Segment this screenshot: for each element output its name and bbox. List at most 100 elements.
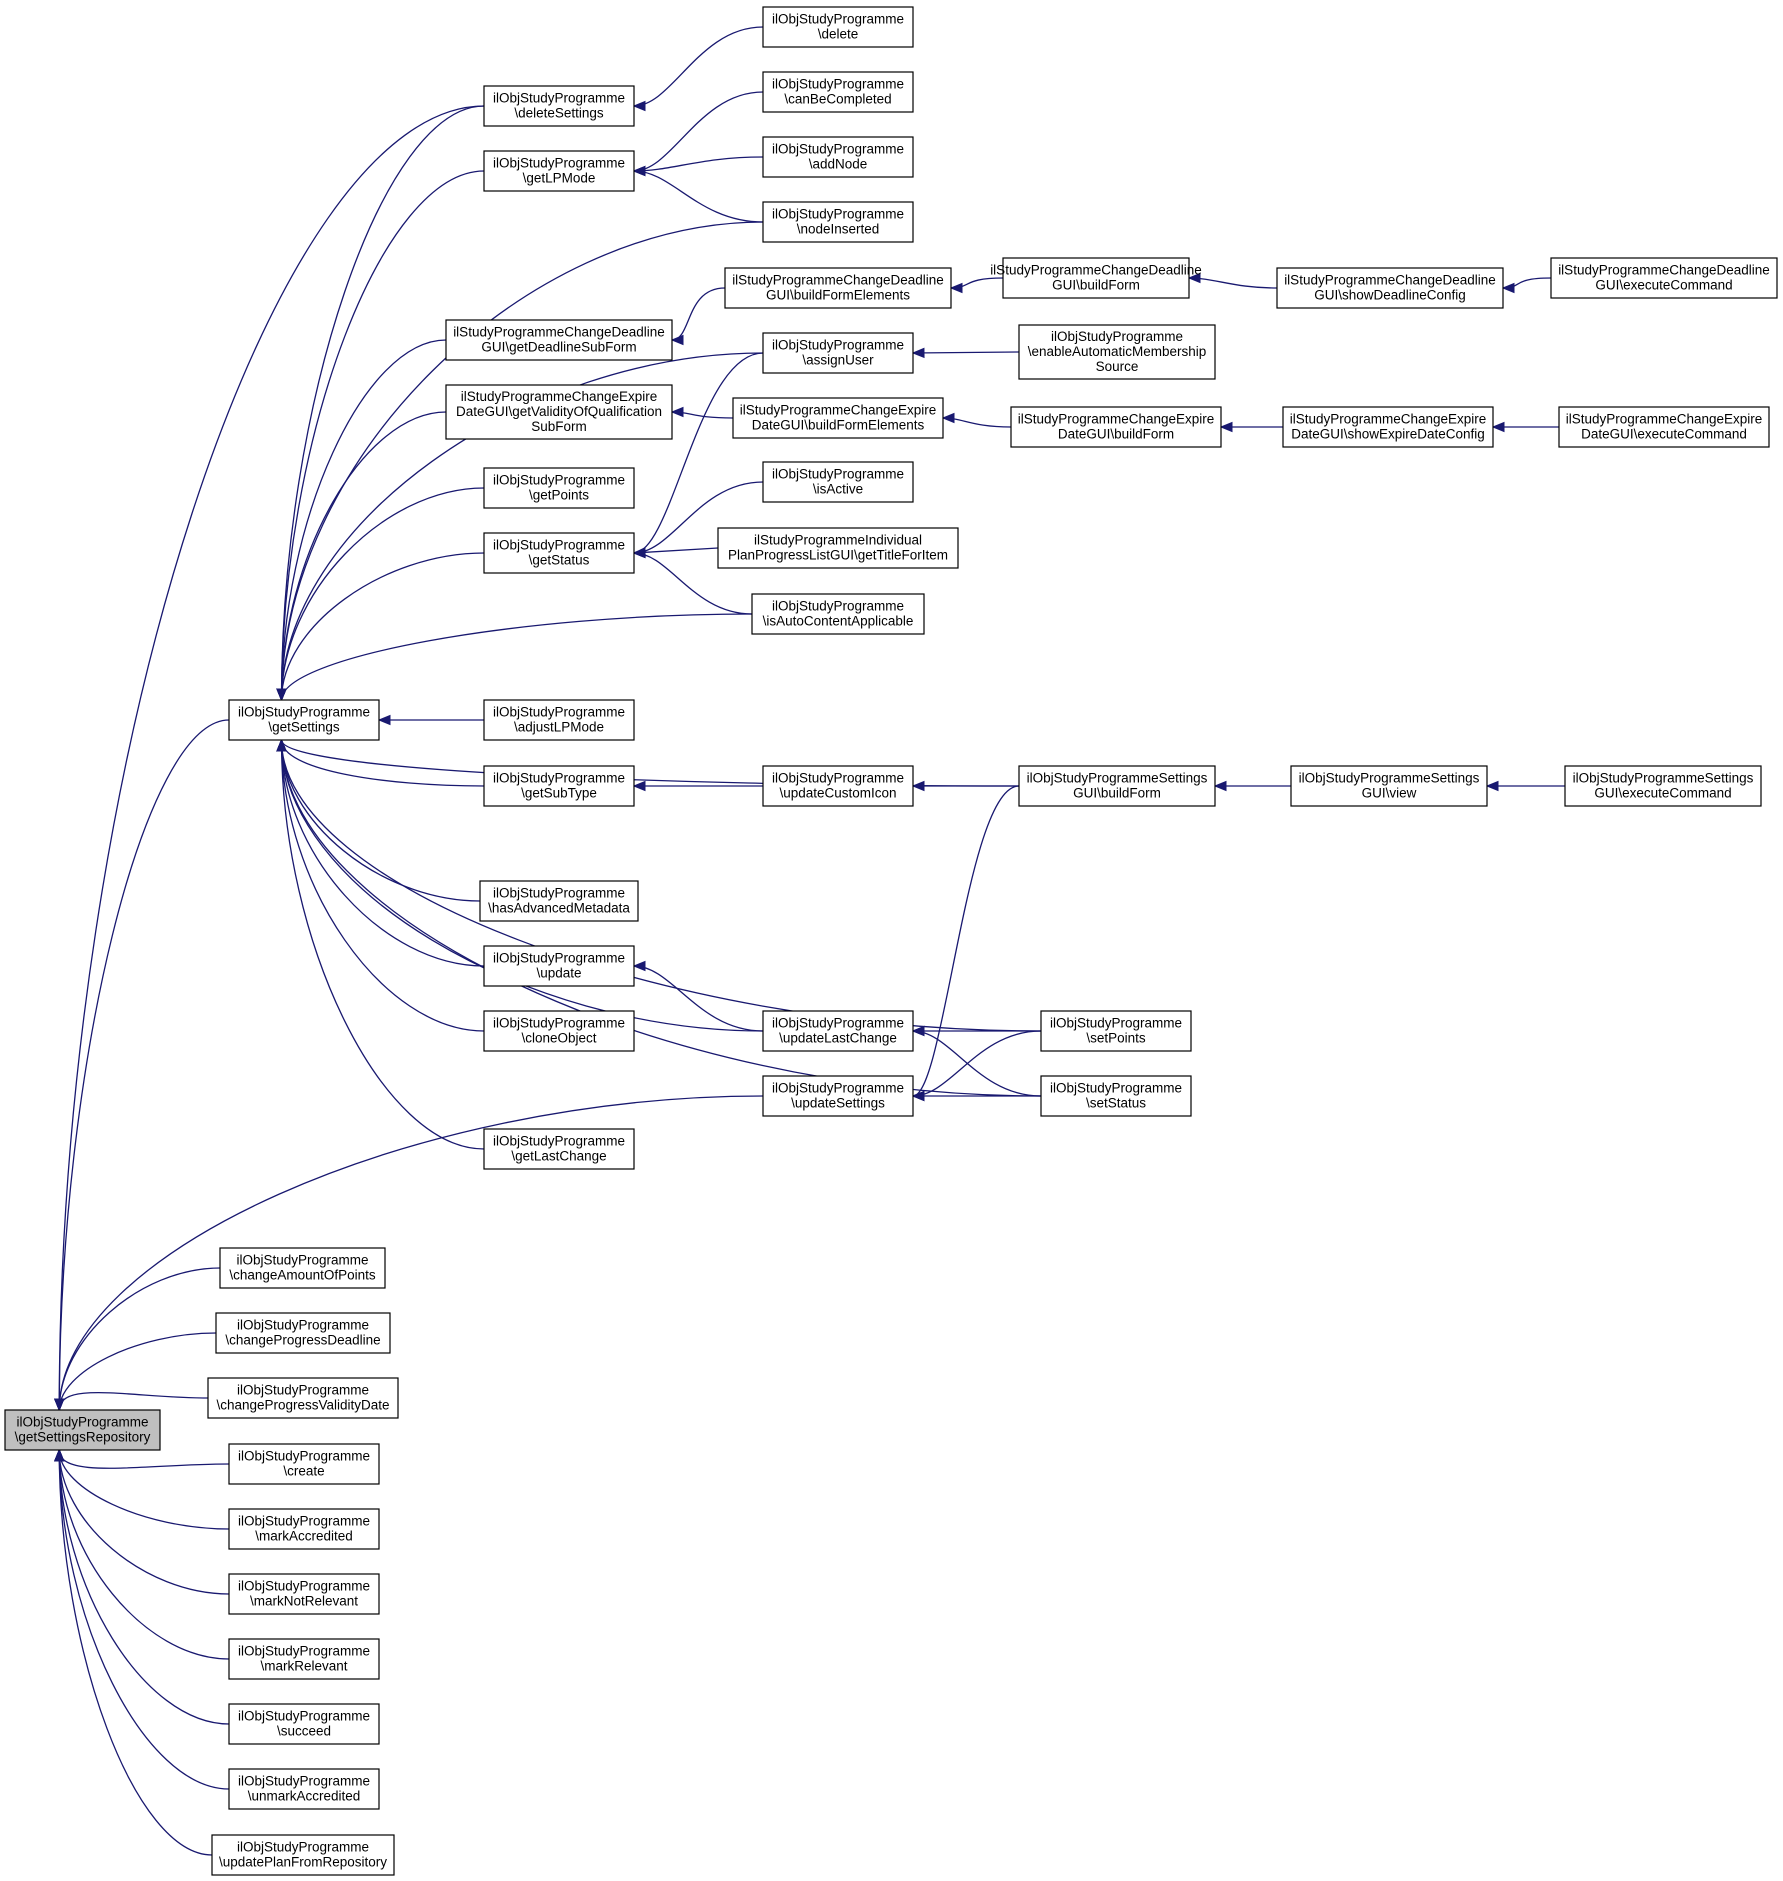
- edge-cdGetDeadlineSubForm-to-getSettings: [280, 339, 447, 701]
- node-label: ilObjStudyProgramme: [237, 1318, 369, 1333]
- node-updateLastChange[interactable]: ilObjStudyProgramme\updateLastChange: [762, 1010, 914, 1052]
- node-label: ilObjStudyProgramme: [237, 1840, 369, 1855]
- node-isAutoContent[interactable]: ilObjStudyProgramme\isAutoContentApplica…: [751, 593, 925, 635]
- node-label: ilObjStudyProgramme: [772, 771, 904, 786]
- node-label: \changeProgressValidityDate: [216, 1398, 389, 1413]
- node-box: [445, 319, 673, 361]
- edge-create-to-root: [58, 1449, 230, 1469]
- node-box: [1040, 1075, 1192, 1117]
- node-markAccredited[interactable]: ilObjStudyProgramme\markAccredited: [228, 1508, 380, 1550]
- node-label: ilObjStudyProgramme: [772, 467, 904, 482]
- node-updateSettings[interactable]: ilObjStudyProgramme\updateSettings: [762, 1075, 914, 1117]
- node-label: \updateSettings: [791, 1096, 885, 1111]
- node-settingsExecuteCommand[interactable]: ilObjStudyProgrammeSettingsGUI\executeCo…: [1564, 765, 1762, 807]
- node-root[interactable]: ilObjStudyProgramme\getSettingsRepositor…: [4, 1409, 161, 1451]
- node-box: [483, 532, 635, 574]
- node-label: ilObjStudyProgramme: [493, 705, 625, 720]
- node-label: ilObjStudyProgramme: [493, 1016, 625, 1031]
- node-label: ilObjStudyProgramme: [772, 1016, 904, 1031]
- node-isActive[interactable]: ilObjStudyProgramme\isActive: [762, 461, 914, 503]
- node-label: \cloneObject: [521, 1031, 596, 1046]
- node-getStatus[interactable]: ilObjStudyProgramme\getStatus: [483, 532, 635, 574]
- node-label: ilObjStudyProgramme: [238, 705, 370, 720]
- node-getLastChange[interactable]: ilObjStudyProgramme\getLastChange: [483, 1128, 635, 1170]
- node-getSettings[interactable]: ilObjStudyProgramme\getSettings: [228, 699, 380, 741]
- node-canBeCompleted[interactable]: ilObjStudyProgramme\canBeCompleted: [762, 71, 914, 113]
- edge-succeed-to-root: [58, 1449, 230, 1725]
- node-ceShowExpireDateConfig[interactable]: ilStudyProgrammeChangeExpireDateGUI\show…: [1282, 406, 1494, 448]
- edge-setStatus-to-updateLastChange: [912, 1030, 1042, 1097]
- node-label: DateGUI\buildForm: [1058, 427, 1174, 442]
- node-succeed[interactable]: ilObjStudyProgramme\succeed: [228, 1703, 380, 1745]
- node-enableAutoMembership[interactable]: ilObjStudyProgramme\enableAutomaticMembe…: [1018, 324, 1216, 380]
- node-individualPlan[interactable]: ilStudyProgrammeIndividualPlanProgressLi…: [717, 527, 959, 569]
- edge-setPoints-to-updateSettings: [912, 1030, 1042, 1097]
- node-setPoints[interactable]: ilObjStudyProgramme\setPoints: [1040, 1010, 1192, 1052]
- node-box: [732, 397, 944, 439]
- edge-getLPMode-to-getSettings: [280, 170, 485, 701]
- node-ceBuildForm[interactable]: ilStudyProgrammeChangeExpireDateGUI\buil…: [1010, 406, 1222, 448]
- node-label: DateGUI\executeCommand: [1581, 427, 1747, 442]
- node-cloneObject[interactable]: ilObjStudyProgramme\cloneObject: [483, 1010, 635, 1052]
- edges-layer: [54, 26, 1565, 1856]
- node-ceExecuteCommand[interactable]: ilStudyProgrammeChangeExpireDateGUI\exec…: [1558, 406, 1770, 448]
- node-label: \getLastChange: [511, 1149, 606, 1164]
- edge-markNotRelevant-to-root: [58, 1449, 230, 1595]
- node-unmarkAccredited[interactable]: ilObjStudyProgramme\unmarkAccredited: [228, 1768, 380, 1810]
- node-delete[interactable]: ilObjStudyProgramme\delete: [762, 6, 914, 48]
- node-cdBuildFormElements[interactable]: ilStudyProgrammeChangeDeadlineGUI\buildF…: [724, 267, 952, 309]
- node-getLPMode[interactable]: ilObjStudyProgramme\getLPMode: [483, 150, 635, 192]
- node-label: GUI\buildForm: [1052, 278, 1140, 293]
- node-cdGetDeadlineSubForm[interactable]: ilStudyProgrammeChangeDeadlineGUI\getDea…: [445, 319, 673, 361]
- node-deleteSettings[interactable]: ilObjStudyProgramme\deleteSettings: [483, 85, 635, 127]
- edge-unmarkAccredited-to-root: [58, 1449, 230, 1790]
- node-box: [445, 384, 673, 440]
- node-box: [762, 332, 914, 374]
- node-label: SubForm: [531, 419, 587, 434]
- node-markNotRelevant[interactable]: ilObjStudyProgramme\markNotRelevant: [228, 1573, 380, 1615]
- edge-getPoints-to-getSettings: [280, 487, 485, 701]
- node-update[interactable]: ilObjStudyProgramme\update: [483, 945, 635, 987]
- node-cdExecuteCommand[interactable]: ilStudyProgrammeChangeDeadlineGUI\execut…: [1550, 257, 1778, 299]
- edge-hasAdvancedMetadata-to-getSettings: [280, 739, 481, 902]
- node-changeProgressDeadline[interactable]: ilObjStudyProgramme\changeProgressDeadli…: [215, 1312, 391, 1354]
- node-label: \adjustLPMode: [514, 720, 604, 735]
- edge-deleteSettings-to-root: [58, 105, 485, 1411]
- node-label: \getSettingsRepository: [15, 1430, 151, 1445]
- node-addNode[interactable]: ilObjStudyProgramme\addNode: [762, 136, 914, 178]
- node-label: ilStudyProgrammeChangeDeadline: [1284, 273, 1496, 288]
- node-nodeInserted[interactable]: ilObjStudyProgramme\nodeInserted: [762, 201, 914, 243]
- node-cdShowDeadlineConfig[interactable]: ilStudyProgrammeChangeDeadlineGUI\showDe…: [1276, 267, 1504, 309]
- node-getSubType[interactable]: ilObjStudyProgramme\getSubType: [483, 765, 635, 807]
- node-label: \assignUser: [802, 353, 874, 368]
- node-hasAdvancedMetadata[interactable]: ilObjStudyProgramme\hasAdvancedMetadata: [479, 880, 639, 922]
- edge-ceGetValidity-to-getSettings: [280, 411, 447, 701]
- edge-changeProgressDeadline-to-root: [58, 1332, 217, 1411]
- node-updateCustomIcon[interactable]: ilObjStudyProgramme\updateCustomIcon: [762, 765, 914, 807]
- node-label: ilObjStudyProgramme: [237, 1383, 369, 1398]
- node-cdBuildForm[interactable]: ilStudyProgrammeChangeDeadlineGUI\buildF…: [990, 257, 1202, 299]
- node-updatePlanFromRepository[interactable]: ilObjStudyProgramme\updatePlanFromReposi…: [211, 1834, 395, 1876]
- node-box: [1282, 406, 1494, 448]
- node-markRelevant[interactable]: ilObjStudyProgramme\markRelevant: [228, 1638, 380, 1680]
- edge-setPoints-to-getSettings: [280, 739, 1042, 1032]
- node-setStatus[interactable]: ilObjStudyProgramme\setStatus: [1040, 1075, 1192, 1117]
- node-create[interactable]: ilObjStudyProgramme\create: [228, 1443, 380, 1485]
- node-label: ilObjStudyProgramme: [772, 77, 904, 92]
- node-changeProgressValidityDate[interactable]: ilObjStudyProgramme\changeProgressValidi…: [207, 1377, 399, 1419]
- node-label: DateGUI\getValidityOfQualification: [456, 404, 662, 419]
- node-changeAmountOfPoints[interactable]: ilObjStudyProgramme\changeAmountOfPoints: [219, 1247, 386, 1289]
- edge-cdShowDeadlineConfig-to-cdBuildForm: [1188, 277, 1278, 289]
- node-box: [228, 1508, 380, 1550]
- node-ceBuildFormElements[interactable]: ilStudyProgrammeChangeExpireDateGUI\buil…: [732, 397, 944, 439]
- node-adjustLPMode[interactable]: ilObjStudyProgramme\adjustLPMode: [483, 699, 635, 741]
- node-label: GUI\getDeadlineSubForm: [481, 340, 636, 355]
- node-ceGetValidity[interactable]: ilStudyProgrammeChangeExpireDateGUI\getV…: [445, 384, 673, 440]
- node-label: ilObjStudyProgramme: [493, 538, 625, 553]
- node-assignUser[interactable]: ilObjStudyProgramme\assignUser: [762, 332, 914, 374]
- node-getPoints[interactable]: ilObjStudyProgramme\getPoints: [483, 467, 635, 509]
- node-label: ilObjStudyProgramme: [772, 142, 904, 157]
